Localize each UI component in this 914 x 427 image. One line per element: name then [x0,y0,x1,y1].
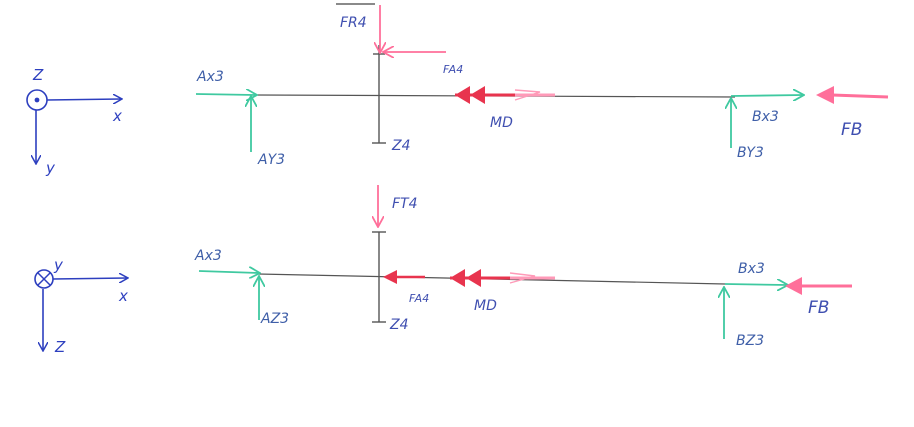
top-ay3-label: AY3 [257,152,285,168]
top-z4-label: Z4 [391,138,411,154]
bottom-axis-y-label: y [53,256,64,274]
bottom-ft4-label: FT4 [392,196,418,212]
top-axis-x-label: x [112,107,122,125]
top-fb-label: FB [841,120,862,140]
top-by3-label: BY3 [737,145,764,161]
top-view: Z x y Z4 Ax3 AY3 FR4 FA4 MD [26,3,889,177]
top-coord-system: Z x y [26,66,122,177]
top-fb-arrow [831,93,889,99]
bottom-z4-label: Z4 [389,317,409,333]
top-md-label: MD [490,115,513,131]
bottom-fa4-label: FA4 [409,292,429,305]
bottom-ax3-label: Ax3 [194,248,222,264]
bottom-axis-z-label: Z [54,338,66,356]
x-axis-arrow [46,99,121,100]
top-ax3-arrow [195,94,256,95]
bottom-fb-label: FB [808,298,829,318]
top-bx3-label: Bx3 [752,109,779,125]
top-fr4-label: FR4 [340,15,367,31]
bottom-md-label: MD [474,298,497,314]
bottom-coord-system: y x Z [34,256,128,356]
bottom-md-moment-arrow [450,269,555,287]
bottom-bz3-label: BZ3 [736,333,764,349]
top-bx3-arrow [730,95,803,96]
bottom-az3-label: AZ3 [260,311,289,327]
top-fa4-label: FA4 [443,63,463,76]
bottom-view: y x Z Z4 Ax3 AZ3 FT4 FA4 MD [34,185,852,356]
top-ax3-label: Ax3 [196,69,224,85]
x-axis-arrow [52,278,127,279]
bottom-ax3-arrow [198,271,259,273]
top-axis-z-label: Z [32,66,44,84]
bottom-bx3-label: Bx3 [738,261,765,277]
top-axis-y-label: y [45,159,56,177]
bottom-axis-x-label: x [118,287,128,305]
top-md-moment-arrow [455,86,555,104]
bottom-bx3-arrow [724,284,787,285]
